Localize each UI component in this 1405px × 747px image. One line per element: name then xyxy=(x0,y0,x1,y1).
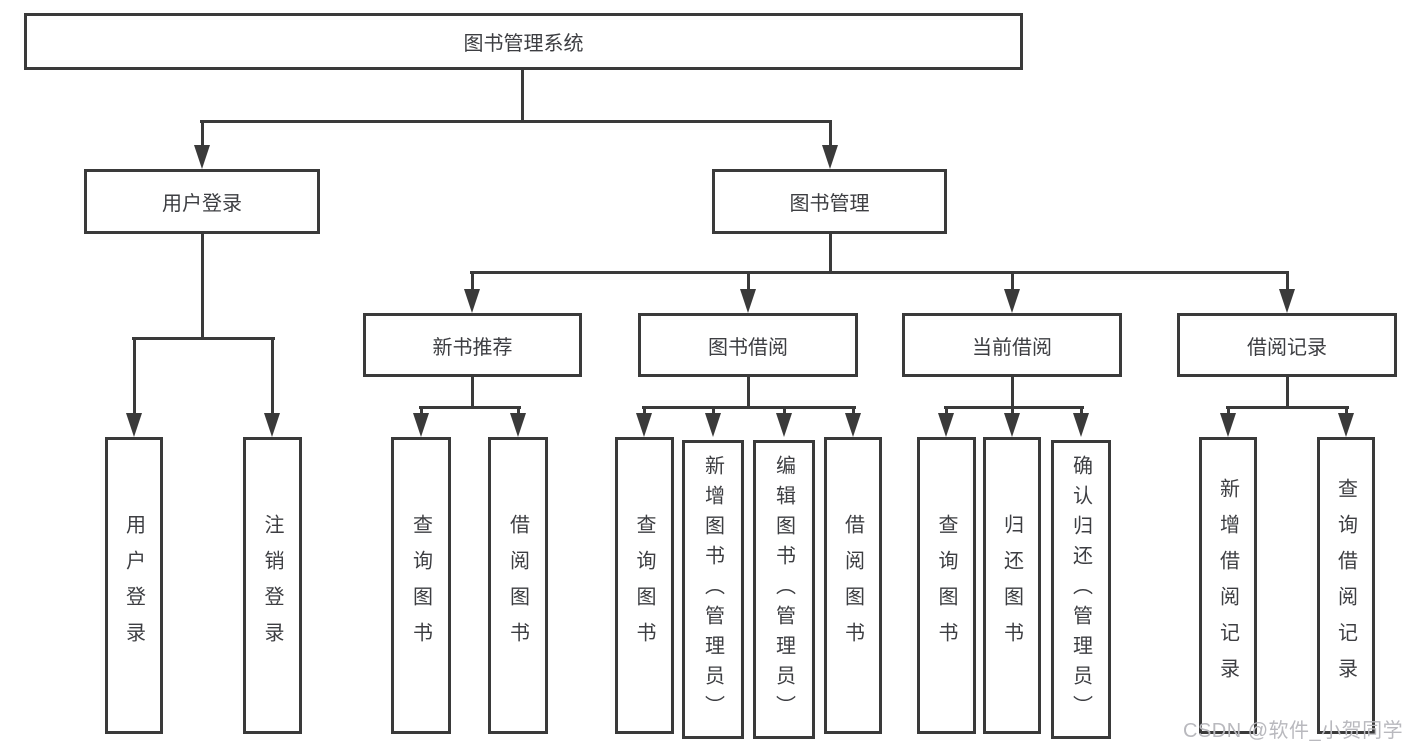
leaf-bb-add-books-admin: 新增图书（管理员） xyxy=(682,440,744,739)
arrowhead-bb-borrow xyxy=(845,413,861,437)
connector-bb-rail xyxy=(642,406,856,409)
connector-stem-nb-query xyxy=(420,406,423,416)
connector-level3-rail xyxy=(470,271,1289,274)
leaf-br-add-record: 新增借阅记录 xyxy=(1199,437,1257,734)
connector-stem-book-management xyxy=(829,120,832,146)
arrowhead-book-management xyxy=(822,145,838,169)
connector-br-rail xyxy=(1226,406,1349,409)
arrowhead-bb-query xyxy=(636,413,652,437)
leaf-nb-query-books: 查询图书 xyxy=(391,437,451,734)
connector-stem-br-query xyxy=(1345,406,1348,416)
connector-nb-rail xyxy=(419,406,521,409)
arrowhead-cb-query xyxy=(938,413,954,437)
arrowhead-book-borrowing xyxy=(740,289,756,313)
connector-stem-book-borrowing xyxy=(747,271,750,291)
connector-stem-nb-borrow xyxy=(517,406,520,416)
leaf-logout: 注销登录 xyxy=(243,437,302,734)
node-book-management-group: 图书管理 xyxy=(712,169,947,234)
connector-stem-cb-return xyxy=(1011,406,1014,416)
node-current-borrowing: 当前借阅 xyxy=(902,313,1122,377)
node-new-book-recommend: 新书推荐 xyxy=(363,313,582,377)
arrowhead-leaf-logout xyxy=(264,413,280,437)
connector-stem-bb-borrow xyxy=(852,406,855,416)
leaf-br-query-record: 查询借阅记录 xyxy=(1317,437,1375,734)
connector-bb-drop xyxy=(747,377,750,409)
connector-cb-rail xyxy=(944,406,1084,409)
arrowhead-nb-query xyxy=(413,413,429,437)
connector-stem-bb-add xyxy=(712,406,715,416)
connector-nb-drop xyxy=(471,377,474,409)
arrowhead-new-book xyxy=(464,289,480,313)
csdn-watermark: CSDN @软件_小贺同学 xyxy=(1183,720,1404,742)
leaf-cb-query-books: 查询图书 xyxy=(917,437,976,734)
arrowhead-borrowing-records xyxy=(1279,289,1295,313)
connector-stem-leaf-logout xyxy=(271,337,274,416)
connector-stem-user-login xyxy=(201,120,204,146)
leaf-user-login: 用户登录 xyxy=(105,437,163,734)
connector-stem-cb-confirm xyxy=(1080,406,1083,416)
connector-stem-cb-query xyxy=(945,406,948,416)
node-user-login-group: 用户登录 xyxy=(84,169,320,234)
node-book-borrowing: 图书借阅 xyxy=(638,313,858,377)
connector-stem-borrowing-records xyxy=(1286,271,1289,291)
connector-stem-bb-edit xyxy=(783,406,786,416)
arrowhead-current-borrowing xyxy=(1004,289,1020,313)
connector-stem-bb-query xyxy=(643,406,646,416)
connector-stem-new-book xyxy=(471,271,474,291)
arrowhead-br-add xyxy=(1220,413,1236,437)
connector-stem-leaf-user-login xyxy=(133,337,136,416)
leaf-bb-borrow-books: 借阅图书 xyxy=(824,437,882,734)
connector-cb-drop xyxy=(1011,377,1014,409)
leaf-bb-query-books: 查询图书 xyxy=(615,437,674,734)
connector-user-login-drop xyxy=(201,234,204,340)
leaf-nb-borrow-books: 借阅图书 xyxy=(488,437,548,734)
connector-root-stem xyxy=(521,70,524,123)
connector-br-drop xyxy=(1286,377,1289,409)
arrowhead-user-login xyxy=(194,145,210,169)
leaf-cb-return-books: 归还图书 xyxy=(983,437,1041,734)
arrowhead-cb-confirm xyxy=(1073,413,1089,437)
arrowhead-bb-add xyxy=(705,413,721,437)
leaf-bb-edit-books-admin: 编辑图书（管理员） xyxy=(753,440,815,739)
arrowhead-cb-return xyxy=(1004,413,1020,437)
connector-user-login-rail xyxy=(132,337,275,340)
node-library-management-system: 图书管理系统 xyxy=(24,13,1023,70)
arrowhead-bb-edit xyxy=(776,413,792,437)
arrowhead-leaf-user-login xyxy=(126,413,142,437)
leaf-cb-confirm-return-admin: 确认归还（管理员） xyxy=(1051,440,1111,739)
node-borrowing-records: 借阅记录 xyxy=(1177,313,1397,377)
arrowhead-br-query xyxy=(1338,413,1354,437)
connector-stem-current-borrowing xyxy=(1011,271,1014,291)
connector-level2-rail xyxy=(200,120,832,123)
connector-book-management-drop xyxy=(829,234,832,273)
arrowhead-nb-borrow xyxy=(510,413,526,437)
connector-stem-br-add xyxy=(1227,406,1230,416)
